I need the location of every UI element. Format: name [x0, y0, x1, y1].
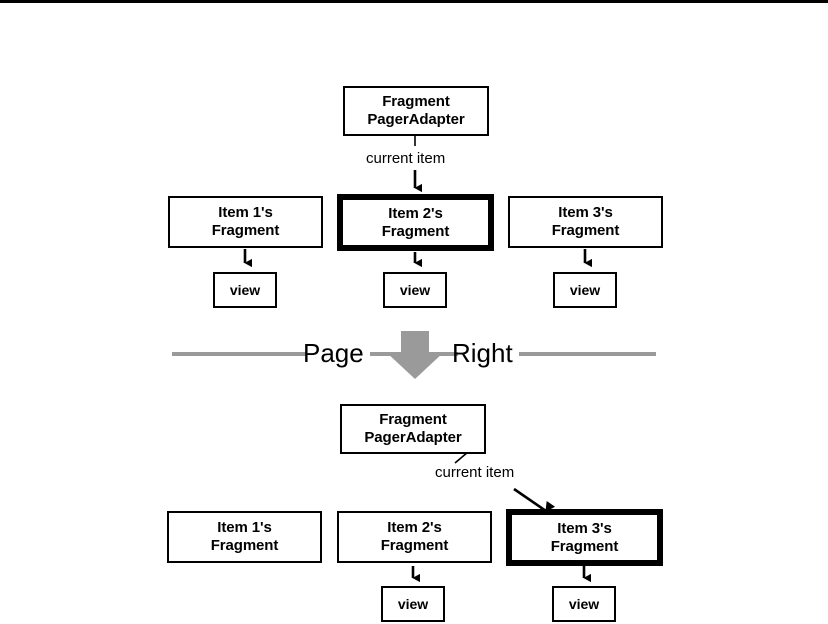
- top-view-1-label: view: [229, 282, 261, 298]
- top-fragment-2-line1: Item 2's: [388, 204, 443, 222]
- top-adapter-line1: Fragment: [382, 93, 450, 110]
- page-right-down-arrow-icon: [386, 331, 444, 379]
- top-current-item-label: current item: [366, 150, 446, 167]
- top-fragment-3-text: Item 3's Fragment: [552, 204, 620, 240]
- top-view-box-1[interactable]: view: [213, 272, 277, 308]
- bottom-fragment-1-line1: Item 1's: [217, 519, 272, 536]
- bottom-fragment-2-line1: Item 2's: [387, 519, 442, 536]
- bottom-view-3-label: view: [568, 596, 600, 612]
- bottom-fragment-1-line2: Fragment: [210, 537, 279, 554]
- bottom-adapter-text: Fragment PagerAdapter: [364, 411, 461, 447]
- bottom-adapter-line2: PagerAdapter: [364, 429, 462, 446]
- top-fragment-3-line2: Fragment: [551, 222, 620, 239]
- top-fragment-2-line2: Fragment: [381, 222, 450, 240]
- top-fragment-box-2[interactable]: Item 2's Fragment: [337, 194, 494, 251]
- bottom-view-2-label: view: [397, 596, 429, 612]
- bottom-view-box-2[interactable]: view: [381, 586, 445, 622]
- top-adapter-line2: PagerAdapter: [367, 111, 465, 128]
- bottom-fragment-pager-adapter-box[interactable]: Fragment PagerAdapter: [340, 404, 486, 454]
- bottom-fragment-3-line2: Fragment: [550, 537, 619, 555]
- bottom-adapter-line1: Fragment: [379, 411, 447, 428]
- bottom-fragment-1-text: Item 1's Fragment: [211, 519, 279, 555]
- bottom-fragment-2-text: Item 2's Fragment: [381, 519, 449, 555]
- top-fragment-box-3[interactable]: Item 3's Fragment: [508, 196, 663, 248]
- bottom-fragment-box-1[interactable]: Item 1's Fragment: [167, 511, 322, 563]
- top-fragment-1-line2: Fragment: [211, 222, 280, 239]
- page-top-rule: [0, 0, 828, 3]
- top-view-box-2[interactable]: view: [383, 272, 447, 308]
- top-fragment-pager-adapter-box[interactable]: Fragment PagerAdapter: [343, 86, 489, 136]
- top-fragment-box-1[interactable]: Item 1's Fragment: [168, 196, 323, 248]
- divider-label-right: Right: [452, 338, 513, 368]
- bottom-view-box-3[interactable]: view: [552, 586, 616, 622]
- top-fragment-3-line1: Item 3's: [558, 204, 613, 221]
- bottom-fragment-box-2[interactable]: Item 2's Fragment: [337, 511, 492, 563]
- top-fragment-1-line1: Item 1's: [218, 204, 273, 221]
- bottom-fragment-box-3[interactable]: Item 3's Fragment: [506, 509, 663, 566]
- bottom-fragment-2-line2: Fragment: [380, 537, 449, 554]
- bottom-current-item-label: current item: [435, 464, 515, 481]
- bottom-fragment-3-text: Item 3's Fragment: [551, 520, 619, 556]
- top-adapter-text: Fragment PagerAdapter: [367, 93, 464, 129]
- top-fragment-1-text: Item 1's Fragment: [212, 204, 280, 240]
- bottom-fragment-3-line1: Item 3's: [557, 519, 612, 537]
- top-view-box-3[interactable]: view: [553, 272, 617, 308]
- bottom-current-item-arrow: [513, 487, 556, 513]
- divider-label-page: Page: [303, 338, 364, 368]
- top-fragment-2-text: Item 2's Fragment: [382, 205, 450, 241]
- top-view-3-label: view: [569, 282, 601, 298]
- top-view-2-label: view: [399, 282, 431, 298]
